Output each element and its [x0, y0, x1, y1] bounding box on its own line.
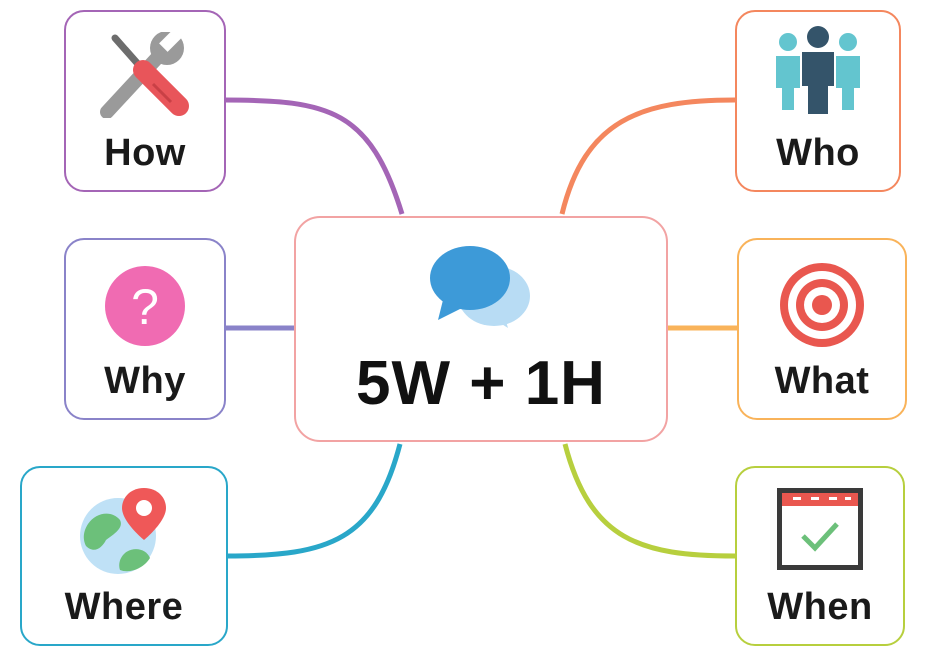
node-how[interactable]: How [64, 10, 226, 192]
connector-when [562, 443, 736, 559]
node-who[interactable]: Who [735, 10, 901, 192]
connector-how [223, 97, 405, 215]
connector-where [227, 443, 403, 559]
node-where-label: Where [64, 586, 184, 628]
svg-text:?: ? [131, 279, 159, 335]
center-node[interactable]: 5W + 1H [294, 216, 668, 442]
calendar-icon [737, 486, 903, 572]
connector-who [559, 97, 736, 215]
tools-icon [66, 32, 224, 118]
node-how-label: How [104, 132, 186, 174]
node-what-label: What [774, 360, 870, 402]
people-icon [737, 26, 899, 116]
chat-bubbles-icon [430, 246, 530, 328]
node-when[interactable]: When [735, 466, 905, 646]
node-why[interactable]: ? Why [64, 238, 226, 420]
center-title: 5W + 1H [356, 349, 606, 418]
node-what[interactable]: What [737, 238, 907, 420]
node-where[interactable]: Where [20, 466, 228, 646]
node-who-label: Who [776, 132, 860, 174]
question-icon: ? [66, 264, 224, 348]
node-when-label: When [767, 586, 873, 628]
node-why-label: Why [104, 360, 186, 402]
globe-pin-icon [22, 484, 226, 576]
target-icon [739, 260, 905, 350]
